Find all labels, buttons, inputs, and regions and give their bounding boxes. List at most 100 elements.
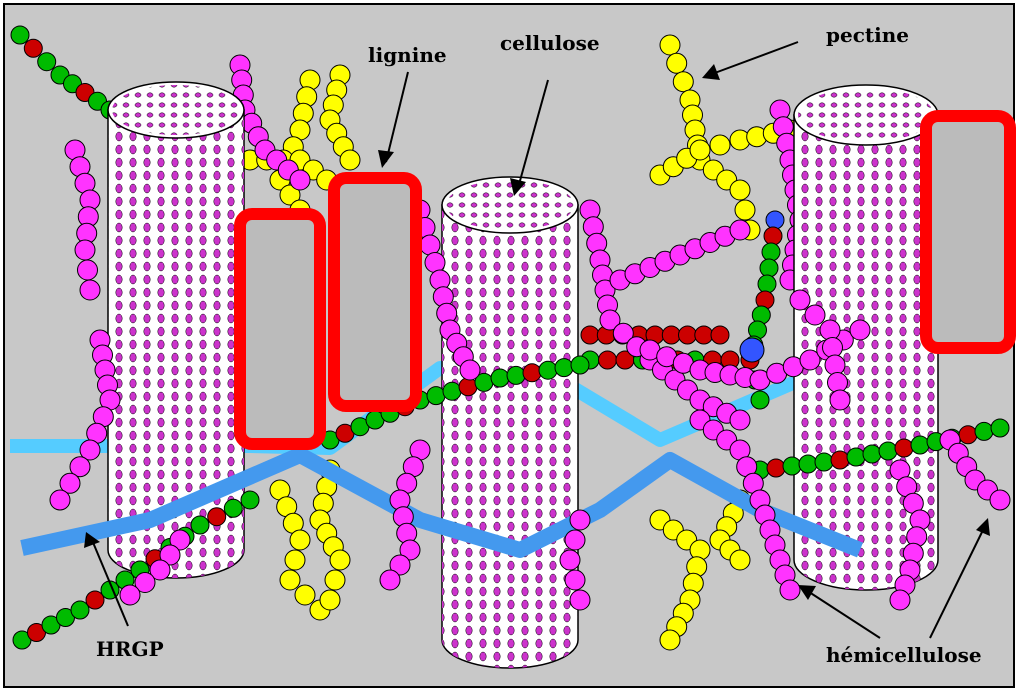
bead: [425, 253, 445, 273]
bead: [459, 378, 477, 396]
bead: [895, 439, 913, 457]
bead: [290, 170, 310, 190]
bead: [735, 200, 755, 220]
bead: [711, 326, 729, 344]
bead: [380, 570, 400, 590]
bead: [427, 387, 445, 405]
bead: [863, 445, 881, 463]
lignine-block: [334, 178, 416, 406]
label-lignine: lignine: [368, 43, 447, 67]
bead: [762, 243, 780, 261]
bead: [523, 364, 541, 382]
bead: [191, 516, 209, 534]
bead: [80, 280, 100, 300]
bead: [825, 355, 845, 375]
bead: [75, 240, 95, 260]
cellulose-cylinder: [442, 177, 578, 668]
bead: [24, 39, 42, 57]
bead: [710, 135, 730, 155]
bead: [730, 220, 750, 240]
bead: [660, 35, 680, 55]
bead: [280, 570, 300, 590]
bead: [581, 326, 599, 344]
bead: [830, 390, 850, 410]
bead: [555, 359, 573, 377]
bead: [443, 382, 461, 400]
bead: [820, 320, 840, 340]
label-pectine: pectine: [826, 23, 909, 47]
bead: [599, 351, 617, 369]
cylinder-fibrils: [442, 205, 578, 668]
bead: [539, 361, 557, 379]
label-cellulose: cellulose: [500, 31, 600, 55]
cylinder-top-dots: [798, 88, 934, 142]
bead: [767, 459, 785, 477]
bead: [758, 275, 776, 293]
bead: [911, 436, 929, 454]
bead: [879, 442, 897, 460]
bead: [241, 491, 259, 509]
cylinder-top-dots: [112, 85, 240, 135]
bead: [340, 150, 360, 170]
junction-node: [740, 338, 764, 362]
bead: [330, 550, 350, 570]
bead: [325, 570, 345, 590]
bead: [959, 426, 977, 444]
bead: [730, 180, 750, 200]
bead: [420, 235, 440, 255]
bead: [295, 585, 315, 605]
bead: [890, 590, 910, 610]
bead: [780, 580, 800, 600]
bead: [662, 326, 680, 344]
bead: [570, 510, 590, 530]
label-hrgp: HRGP: [96, 637, 164, 661]
bead: [831, 451, 849, 469]
bead: [975, 422, 993, 440]
bead: [847, 448, 865, 466]
bead: [805, 305, 825, 325]
bead: [815, 453, 833, 471]
bead: [224, 499, 242, 517]
bead: [751, 391, 769, 409]
bead: [679, 326, 697, 344]
bead: [991, 419, 1009, 437]
bead: [208, 508, 226, 526]
bead: [695, 326, 713, 344]
bead: [667, 53, 687, 73]
bead: [673, 72, 693, 92]
bead: [78, 260, 98, 280]
bead: [38, 53, 56, 71]
bead: [764, 227, 782, 245]
bead: [507, 366, 525, 384]
label-hemicellulose: hémicellulose: [826, 643, 982, 667]
bead: [50, 490, 70, 510]
bead: [460, 360, 480, 380]
bead: [730, 550, 750, 570]
bead: [850, 320, 870, 340]
bead: [285, 550, 305, 570]
bead: [320, 590, 340, 610]
bead: [690, 140, 710, 160]
bead: [565, 530, 585, 550]
bead: [491, 369, 509, 387]
bead: [560, 550, 580, 570]
bead: [565, 570, 585, 590]
bead: [990, 490, 1010, 510]
bead: [790, 290, 810, 310]
bead: [783, 457, 801, 475]
bead: [11, 26, 29, 44]
lignine-block: [926, 116, 1010, 348]
bead: [766, 211, 784, 229]
bead: [828, 373, 848, 393]
bead: [571, 356, 589, 374]
bead: [823, 338, 843, 358]
bead: [660, 630, 680, 650]
bead: [760, 259, 778, 277]
bead: [570, 590, 590, 610]
bead: [730, 410, 750, 430]
bead: [290, 530, 310, 550]
bead: [799, 455, 817, 473]
cylinder-top-dots: [446, 180, 574, 230]
